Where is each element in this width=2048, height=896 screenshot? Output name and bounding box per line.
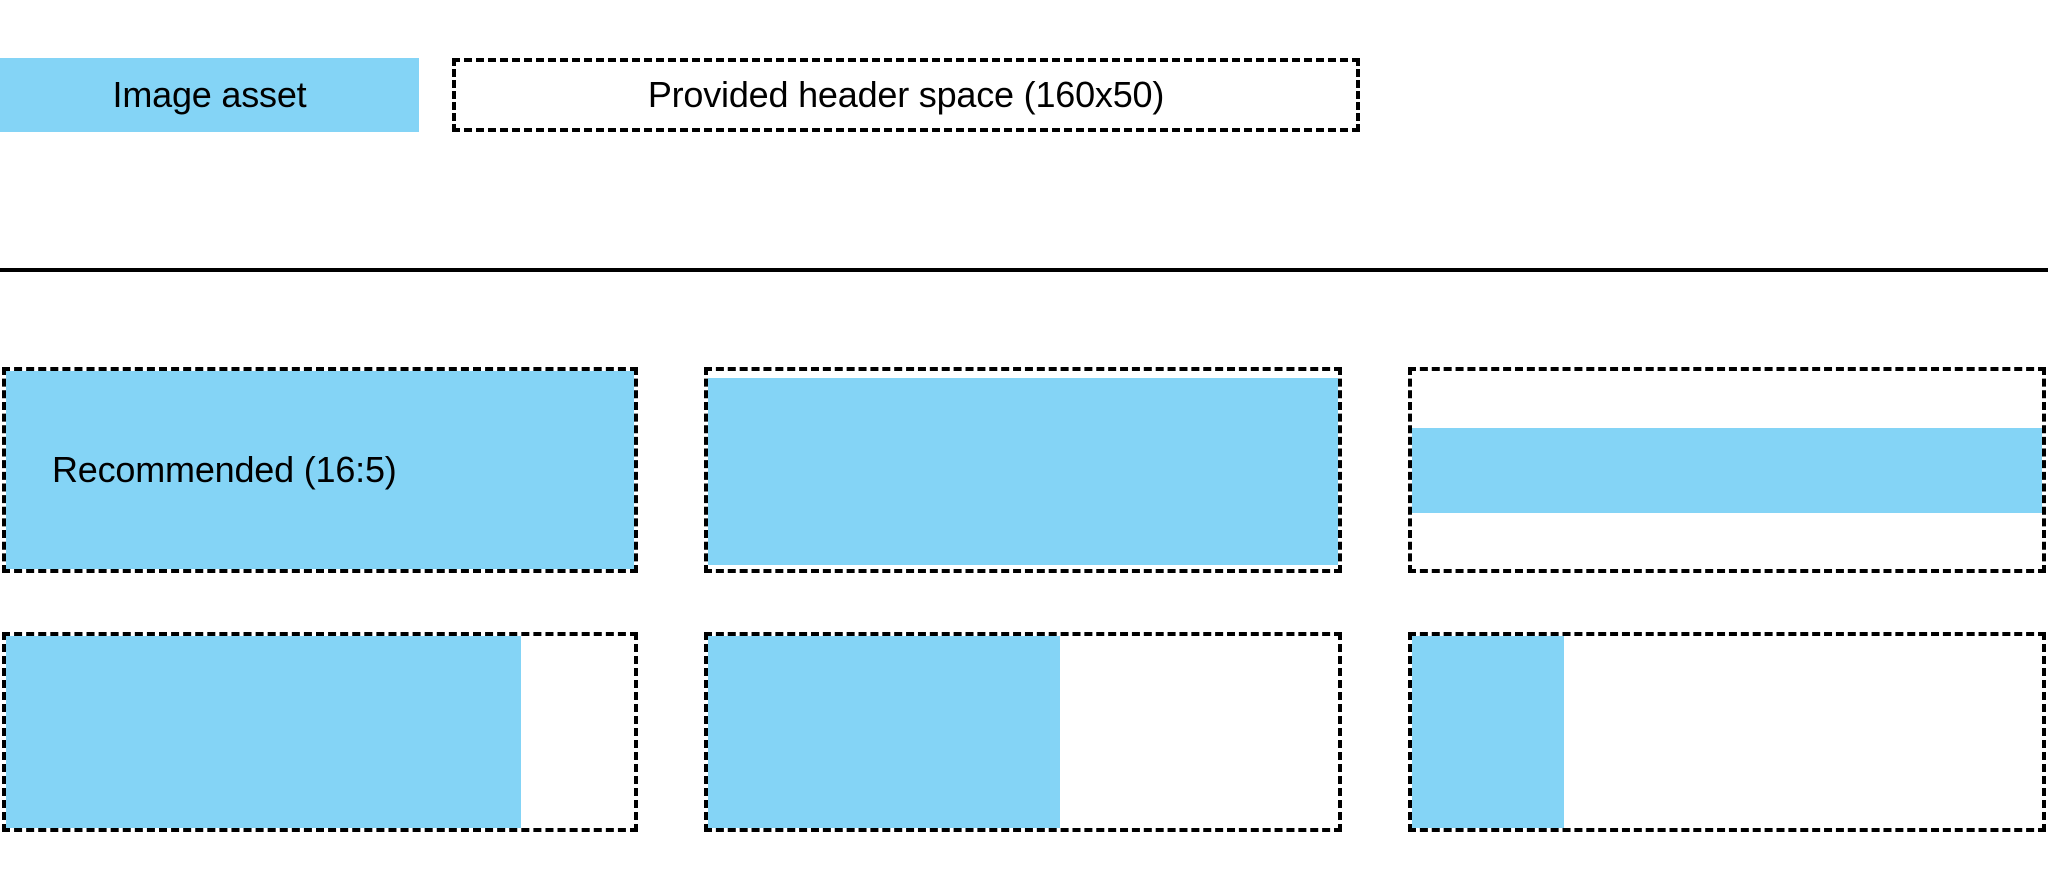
section-divider [0, 268, 2048, 272]
frame-pillarbox-narrow [1408, 632, 2046, 832]
asset-fill-pillarbox-wide [6, 636, 521, 828]
recommended-caption: Recommended (16:5) [52, 449, 397, 490]
provided-header-space-label: Provided header space (160x50) [647, 74, 1165, 115]
provided-header-space-box: Provided header space (160x50) [452, 58, 1360, 132]
image-asset-swatch: Image asset [0, 58, 419, 132]
examples-grid: Recommended (16:5) [0, 367, 2048, 832]
asset-fill-pillarbox-medium [708, 636, 1060, 828]
frame-pillarbox-medium [704, 632, 1342, 832]
header-legend-row: Image asset Provided header space (160x5… [0, 58, 2048, 132]
frame-recommended-16-5: Recommended (16:5) [2, 367, 638, 573]
frame-letterbox-small [704, 367, 1342, 573]
asset-fill-pillarbox-narrow [1412, 636, 1565, 828]
frame-letterbox-large [1408, 367, 2046, 573]
asset-fill-full [6, 371, 634, 569]
asset-fill-letterbox-small [708, 378, 1338, 565]
image-asset-swatch-label: Image asset [112, 74, 307, 115]
asset-fill-letterbox-large [1412, 428, 2042, 513]
frame-pillarbox-wide [2, 632, 638, 832]
